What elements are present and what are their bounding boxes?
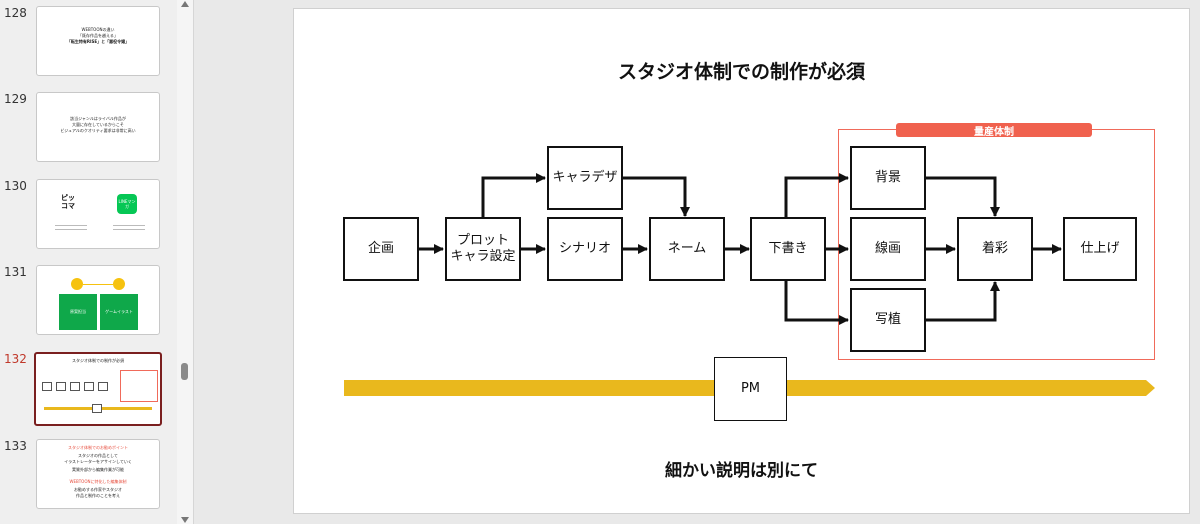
scrollbar-thumb[interactable] (181, 363, 188, 380)
process-box-haikei[interactable]: 背景 (850, 146, 926, 210)
slide-number: 128 (4, 6, 27, 20)
thumb-production-frame (120, 370, 158, 402)
thumb-text: 該当ジャンルはライバル作品が (70, 116, 126, 121)
thumb-text: スタジオ体制でのお勧めポイント (68, 445, 128, 450)
thumb-text: ビジュアルのクオリティ要求は非常に高い (60, 128, 136, 133)
arrow-shitagaki-shashoku (784, 280, 849, 325)
process-box-scenario[interactable]: シナリオ (547, 217, 623, 281)
process-box-kikaku[interactable]: 企画 (343, 217, 419, 281)
thumb-text-line (55, 229, 87, 230)
slide-thumbnail-129[interactable]: 該当ジャンルはライバル作品が 大量に存在しているからこそ ビジュアルのクオリティ… (36, 92, 160, 162)
slide-number: 129 (4, 92, 27, 106)
thumb-card: 原案担当 (59, 294, 97, 330)
line-manga-logo: LINEマンガ (117, 194, 137, 214)
process-box-chakusai[interactable]: 着彩 (957, 217, 1033, 281)
thumb-text: WEBTOONに特化した編集体制 (69, 479, 127, 484)
slide-thumbnail-133[interactable]: スタジオ体制でのお勧めポイント スタジオの作品として イラストレーターをアサイン… (36, 439, 160, 509)
scroll-down-icon[interactable] (181, 517, 189, 523)
thumb-text-line (55, 225, 87, 226)
thumb-text-line (113, 225, 145, 226)
process-box-shashoku[interactable]: 写植 (850, 288, 926, 352)
thumb-text: WEBTOONの違い (81, 27, 115, 32)
thumb-box (98, 382, 108, 391)
thumb-text: お勧めする作家やスタジオ (74, 487, 122, 492)
thumb-text: イラストレーターをアサインしていく (64, 459, 132, 464)
slide-number: 130 (4, 179, 27, 193)
process-box-plot-character[interactable]: プロット キャラ設定 (445, 217, 521, 281)
thumb-text: スタジオの作品として (78, 453, 118, 458)
thumb-text: 実質外部から編集作業が可能 (72, 467, 124, 472)
process-box-character-design[interactable]: キャラデザ (547, 146, 623, 210)
process-box-name[interactable]: ネーム (649, 217, 725, 281)
slide-thumbnail-132[interactable]: スタジオ体制での制作が必須 (34, 352, 162, 426)
slide-number: 131 (4, 265, 27, 279)
thumb-circle (71, 278, 83, 290)
thumb-text: スタジオ体制での制作が必須 (72, 358, 124, 363)
arrow-plot-chara (481, 173, 546, 218)
thumb-text: 作品と制作のことを考え (76, 493, 120, 498)
scroll-up-icon[interactable] (181, 1, 189, 7)
thumb-text-line (113, 229, 145, 230)
process-box-senga[interactable]: 線画 (850, 217, 926, 281)
thumb-text: 「既存作品を越える」 (78, 33, 118, 38)
slide-footer-text: 細かい説明は別にて (665, 461, 818, 481)
thumb-text: 「転生特有RISE」と「悪役令嬢」 (66, 39, 130, 44)
production-system-label: 量産体制 (896, 123, 1092, 138)
arrow-shitagaki-haikei (784, 173, 849, 218)
thumb-connector (83, 284, 113, 285)
thumb-box (84, 382, 94, 391)
thumb-circle (113, 278, 125, 290)
piccoma-logo: ピッコマ (61, 194, 75, 210)
arrow-haikei-chakusai (924, 176, 1000, 217)
thumb-box (56, 382, 66, 391)
pm-box[interactable]: PM (714, 357, 787, 421)
slide-thumbnail-panel: 128 WEBTOONの違い 「既存作品を越える」 「転生特有RISE」と「悪役… (0, 0, 177, 524)
thumb-text: 大量に存在しているからこそ (72, 122, 124, 127)
slide-thumbnail-131[interactable]: 原案担当 ゲームイラスト (36, 265, 160, 335)
thumb-box (92, 404, 102, 413)
slide-thumbnail-130[interactable]: ピッコマ LINEマンガ (36, 179, 160, 249)
process-box-shitagaki[interactable]: 下書き (750, 217, 826, 281)
slide-thumbnail-128[interactable]: WEBTOONの違い 「既存作品を越える」 「転生特有RISE」と「悪役令嬢」 (36, 6, 160, 76)
slide-editor-area: スタジオ体制での制作が必須 量産体制 (194, 0, 1200, 524)
thumbnail-scrollbar[interactable] (177, 0, 194, 524)
flow-arrows (417, 173, 1062, 325)
thumb-box (42, 382, 52, 391)
process-box-shiage[interactable]: 仕上げ (1063, 217, 1137, 281)
thumb-card: ゲームイラスト (100, 294, 138, 330)
slide-canvas[interactable]: スタジオ体制での制作が必須 量産体制 (293, 8, 1190, 514)
timeline-arrowhead (1146, 380, 1155, 396)
slide-title: スタジオ体制での制作が必須 (617, 61, 865, 83)
arrow-shashoku-chakusai (924, 281, 1000, 322)
thumb-box (70, 382, 80, 391)
slide-number: 133 (4, 439, 27, 453)
slide-number-active: 132 (4, 352, 27, 366)
arrow-chara-name (621, 176, 690, 217)
